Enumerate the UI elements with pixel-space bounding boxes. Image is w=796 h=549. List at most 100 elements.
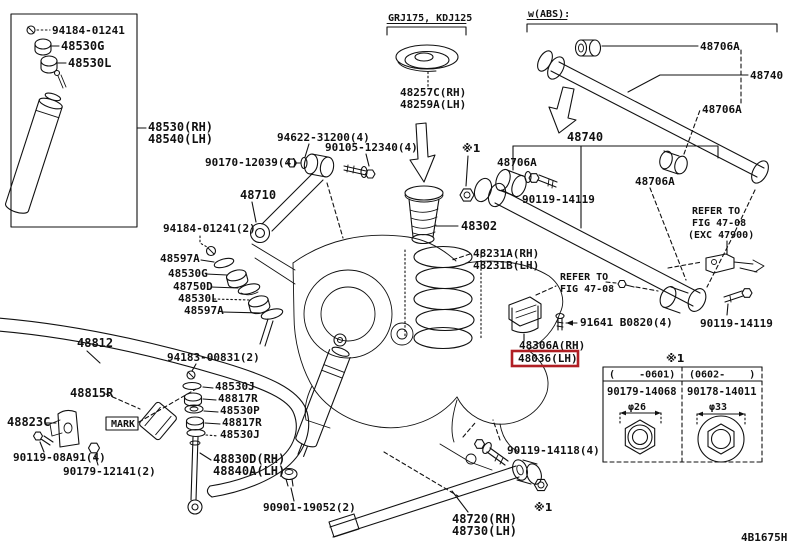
bolt-icon	[286, 158, 301, 168]
label-retainer-b: 48750D	[173, 280, 213, 293]
label-rod-bolt: 90119-14119	[522, 193, 595, 206]
nut-33-icon	[697, 415, 745, 463]
nut-26-icon	[624, 419, 656, 455]
upper-shock-assembly: 94184-01241 48530G 48530L 48530(RH) 4854	[5, 13, 213, 228]
lower-arm-group: 90119-14118(4) 48720(RH) 48730(LH) ※1	[328, 419, 600, 538]
nut-icon	[533, 478, 549, 492]
label-bolt-a: 90170-12039(4)	[205, 156, 298, 169]
label-stab-nut: 90179-12141(2)	[63, 465, 156, 478]
retainer-icon	[213, 257, 235, 269]
abs-lateral-rod-section: w(ABS): 48706A 48740 48706A	[526, 9, 783, 288]
mark-callout: MARK	[105, 388, 197, 431]
bushing-icon	[659, 150, 688, 175]
abs-sensor-note-group: REFER TO FIG 47-08 (EXC 47900) 90119-141…	[667, 206, 773, 330]
col-dia-1: φ26	[628, 402, 646, 413]
label-seat-rh: 48257C(RH)	[400, 86, 466, 99]
washer-icon	[300, 156, 308, 170]
cushion-icon	[40, 55, 58, 74]
label-bump-stop-lh[interactable]: 48036(LH)	[518, 352, 578, 365]
spring-seat-icon	[395, 44, 459, 72]
label-abs-bushing-top: 48706A	[700, 40, 740, 53]
label-lower-arm-bolt: 90119-14118(4)	[507, 444, 600, 457]
center-shock-drawing	[295, 333, 459, 497]
label-shock-rh: 48530(RH)	[148, 120, 213, 134]
label-stab-bolt: 90119-08A91(4)	[13, 451, 106, 464]
label-bolt-c: 94184-01241(2)	[163, 222, 256, 235]
cushion-icon	[183, 392, 203, 407]
dimension-arrows	[619, 410, 662, 426]
bracket-drawing	[508, 296, 542, 334]
label-spring-rh: 48231A(RH)	[473, 247, 539, 260]
highlight-box[interactable]	[510, 349, 580, 368]
bushing-icon	[659, 286, 689, 314]
clip-icon	[205, 245, 217, 257]
stab-link-group: 94183-00831(2) 48530J 48817R 48530P 4881…	[167, 351, 356, 515]
dimension-arrows	[696, 411, 746, 427]
label-refer-1: REFER TO	[692, 206, 740, 217]
retainer-icon	[260, 308, 284, 320]
washer-icon	[186, 428, 206, 438]
label-abs-bushing-bottom: 48706A	[702, 103, 742, 116]
col-range-1: ( -0601)	[609, 370, 675, 381]
label-refer-3: (EXC 47900)	[688, 230, 754, 241]
label-refer-mid-2: FIG 47-08	[560, 284, 614, 295]
label-stab-bar: 48812	[77, 336, 113, 350]
label-washer: 94622-31200(4)	[277, 131, 370, 144]
label-abs-header: w(ABS):	[528, 9, 570, 20]
label-refer-mid-1: REFER TO	[560, 272, 608, 283]
arm-cushion-stack: 94184-01241(2) 48597A 48530G 48750D 4853…	[160, 222, 284, 347]
washer-icon	[182, 381, 202, 391]
label-washer-b: 48530J	[220, 428, 260, 441]
label-shock-bolt: 94184-01241	[52, 24, 125, 37]
bolt-icon	[524, 170, 558, 189]
cushion-icon	[34, 38, 52, 56]
height-note-group: REFER TO FIG 47-08	[560, 272, 659, 295]
label-bumper: 48302	[461, 219, 497, 233]
down-left-arrow-icon	[548, 86, 577, 134]
upper-arm-group: 94622-31200(4) 90170-12039(4) 90105-1234…	[205, 131, 418, 244]
label-seat-lh: 48259A(LH)	[400, 98, 466, 111]
clip-icon	[186, 370, 196, 380]
lateral-rod-group: 48740 ※1 48706A 90119-14	[459, 130, 719, 314]
coil-seat-group: GRJ175, KDJ125 48257C(RH) 48259A(LH)	[386, 13, 472, 183]
table-ref-mark: ※1	[666, 352, 684, 365]
cushion-icon	[225, 269, 249, 289]
bolt-icon	[343, 164, 376, 179]
label-link-rh: 48830D(RH)	[213, 452, 285, 466]
retainer-clip-icon	[26, 25, 36, 35]
bump-stop-bracket-group: 91641 B0820(4) 48306A(RH) 48036(LH)	[508, 285, 673, 368]
col-part-2: 90178-14011	[687, 386, 757, 398]
label-bolt-b: 90105-12340(4)	[325, 141, 418, 154]
label-cushion-a: 48530G	[61, 39, 104, 53]
abs-rod-drawing	[537, 50, 769, 184]
label-cushion-b: 48530L	[178, 292, 218, 305]
label-retainer-a: 48597A	[160, 252, 200, 265]
arrowhead-icon	[566, 320, 573, 326]
label-bump-stop-rh: 48306A(RH)	[519, 339, 585, 352]
assembly-frame	[10, 13, 138, 228]
variant-table: ※1 ( -0601) (0602- ) 90179-14068 90178-1…	[602, 352, 763, 463]
label-sensor-bolt: 90119-14119	[700, 317, 773, 330]
label-ref-mark: ※1	[462, 142, 480, 155]
bolt-icon	[617, 279, 635, 289]
shock-absorber-drawing	[5, 69, 67, 214]
retainer-icon	[237, 283, 261, 296]
label-refer-2: FIG 47-08	[692, 218, 746, 229]
nut-icon	[87, 442, 101, 454]
label-cushion-a: 48817R	[218, 392, 258, 405]
down-arrow-icon	[409, 122, 436, 183]
bolt-icon	[723, 288, 753, 303]
stud-bolt-icon	[555, 312, 565, 331]
label-cushion-b: 48530L	[68, 56, 111, 70]
label-cap: 90901-19052(2)	[263, 501, 356, 514]
col-dia-2: φ33	[709, 402, 727, 413]
bushing-icon	[574, 39, 602, 57]
label-bushing-a: 48706A	[497, 156, 537, 169]
stab-bracket-icon	[49, 409, 80, 448]
upper-arm-drawing	[249, 153, 335, 244]
label-mark: MARK	[111, 419, 135, 430]
cap-icon	[280, 467, 298, 487]
highlighted-part[interactable]: 48036(LH)	[510, 349, 580, 368]
label-arm: 48710	[240, 188, 276, 202]
